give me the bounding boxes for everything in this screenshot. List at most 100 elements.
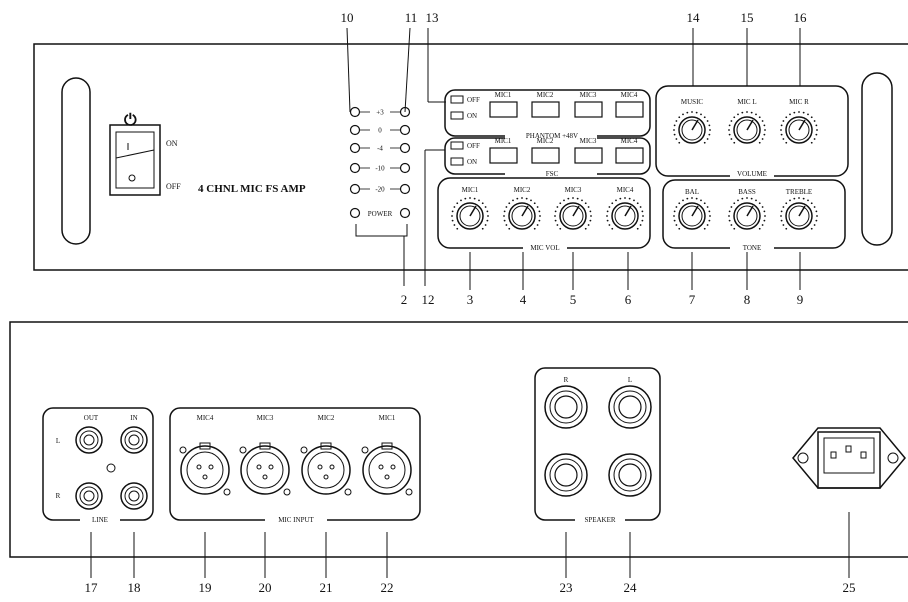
callout-7: 7: [689, 292, 696, 307]
mic-vol-caption: MIC VOL: [530, 244, 559, 252]
callout-24: 24: [624, 580, 638, 595]
phantom-label-1: MIC1: [495, 91, 512, 99]
rca-jack-3[interactable]: [75, 482, 103, 510]
mic-vol-knob-3[interactable]: [554, 197, 592, 230]
tone-caption: TONE: [743, 244, 762, 252]
front-handle-right: [861, 72, 893, 246]
line-caption: LINE: [92, 516, 108, 524]
callout-6: 6: [625, 292, 632, 307]
speaker-terminal-1[interactable]: [544, 385, 588, 429]
mic-vol-knob-4[interactable]: [606, 197, 644, 230]
phantom-switch-4[interactable]: [615, 101, 644, 118]
meter-led-left: [349, 183, 361, 195]
rca-jack-4[interactable]: [120, 482, 148, 510]
rear-panel-outline: [9, 321, 908, 558]
front-panel-outline: [33, 43, 908, 271]
tone-knob-label: BASS: [738, 188, 756, 196]
phantom-off-label: OFF: [467, 96, 480, 104]
meter-led-right: [399, 142, 411, 154]
fsc-off-icon: [450, 141, 464, 150]
callout-11: 11: [405, 10, 418, 25]
fsc-on-label: ON: [467, 158, 477, 166]
xlr-input-mic1[interactable]: [361, 442, 413, 496]
meter-led-right: [399, 124, 411, 136]
fsc-label-3: MIC3: [580, 137, 597, 145]
phantom-label-4: MIC4: [621, 91, 638, 99]
phantom-on-label: ON: [467, 112, 477, 120]
meter-level-label: -20: [375, 186, 385, 194]
tone-knob-2[interactable]: [728, 197, 766, 230]
meter-led-left: [349, 162, 361, 174]
meter-level-label: -10: [375, 165, 385, 173]
callout-3: 3: [467, 292, 474, 307]
volume-knob-3[interactable]: [780, 111, 818, 144]
rca-jack-2[interactable]: [120, 426, 148, 454]
tone-knob-1[interactable]: [673, 197, 711, 230]
volume-knob-label: MUSIC: [681, 98, 704, 106]
xlr-input-mic3[interactable]: [239, 442, 291, 496]
line-section: [42, 407, 154, 521]
meter-led-left: [349, 142, 361, 154]
callout-9: 9: [797, 292, 804, 307]
speaker-r-label: R: [564, 376, 569, 384]
phantom-label-2: MIC2: [537, 91, 554, 99]
meter-level-label: -4: [377, 145, 383, 153]
callout-12: 12: [422, 292, 435, 307]
xlr-input-mic4[interactable]: [179, 442, 231, 496]
line-out-label: OUT: [84, 414, 99, 422]
callout-23: 23: [560, 580, 573, 595]
speaker-terminal-3[interactable]: [544, 453, 588, 497]
meter-led-right: [399, 183, 411, 195]
power-inlet[interactable]: [792, 427, 906, 489]
phantom-switch-3[interactable]: [574, 101, 603, 118]
fsc-label-2: MIC2: [537, 137, 554, 145]
mic-vol-knob-label: MIC2: [514, 186, 531, 194]
fsc-on-icon: [450, 157, 464, 166]
speaker-terminal-2[interactable]: [608, 385, 652, 429]
rca-jack-1[interactable]: [75, 426, 103, 454]
callout-5: 5: [570, 292, 577, 307]
power-led-right: [399, 207, 411, 219]
mic-vol-knob-2[interactable]: [503, 197, 541, 230]
mic-vol-knob-1[interactable]: [451, 197, 489, 230]
xlr-label: MIC1: [379, 414, 396, 422]
callout-2: 2: [401, 292, 408, 307]
line-l-label: L: [56, 437, 60, 445]
fsc-switch-4[interactable]: [615, 147, 644, 164]
speaker-l-label: L: [628, 376, 632, 384]
fsc-switch-2[interactable]: [531, 147, 560, 164]
mic-vol-knob-label: MIC3: [565, 186, 582, 194]
callout-8: 8: [744, 292, 751, 307]
power-symbol: ⏻: [124, 110, 137, 129]
power-switch[interactable]: [109, 124, 161, 196]
phantom-caption: PHANTOM +48V: [526, 132, 578, 140]
line-in-label: IN: [130, 414, 137, 422]
callout-21: 21: [320, 580, 333, 595]
phantom-switch-1[interactable]: [489, 101, 518, 118]
tone-knob-3[interactable]: [780, 197, 818, 230]
fsc-switch-3[interactable]: [574, 147, 603, 164]
line-r-label: R: [56, 492, 61, 500]
phantom-label-3: MIC3: [580, 91, 597, 99]
callout-4: 4: [520, 292, 527, 307]
meter-led-right: [399, 162, 411, 174]
callout-22: 22: [381, 580, 394, 595]
volume-knob-1[interactable]: [673, 111, 711, 144]
callout-16: 16: [794, 10, 808, 25]
fsc-switch-1[interactable]: [489, 147, 518, 164]
xlr-input-mic2[interactable]: [300, 442, 352, 496]
volume-knob-label: MIC R: [789, 98, 809, 106]
power-label: POWER: [368, 210, 393, 218]
power-led-left: [349, 207, 361, 219]
xlr-label: MIC2: [318, 414, 335, 422]
front-panel-title: 4 CHNL MIC FS AMP: [198, 183, 306, 195]
fsc-caption: FSC: [546, 170, 559, 178]
volume-knob-2[interactable]: [728, 111, 766, 144]
mic-input-caption: MIC INPUT: [278, 516, 314, 524]
speaker-terminal-4[interactable]: [608, 453, 652, 497]
callout-14: 14: [687, 10, 701, 25]
phantom-off-icon: [450, 95, 464, 104]
mic-vol-knob-label: MIC1: [462, 186, 479, 194]
phantom-switch-2[interactable]: [531, 101, 560, 118]
